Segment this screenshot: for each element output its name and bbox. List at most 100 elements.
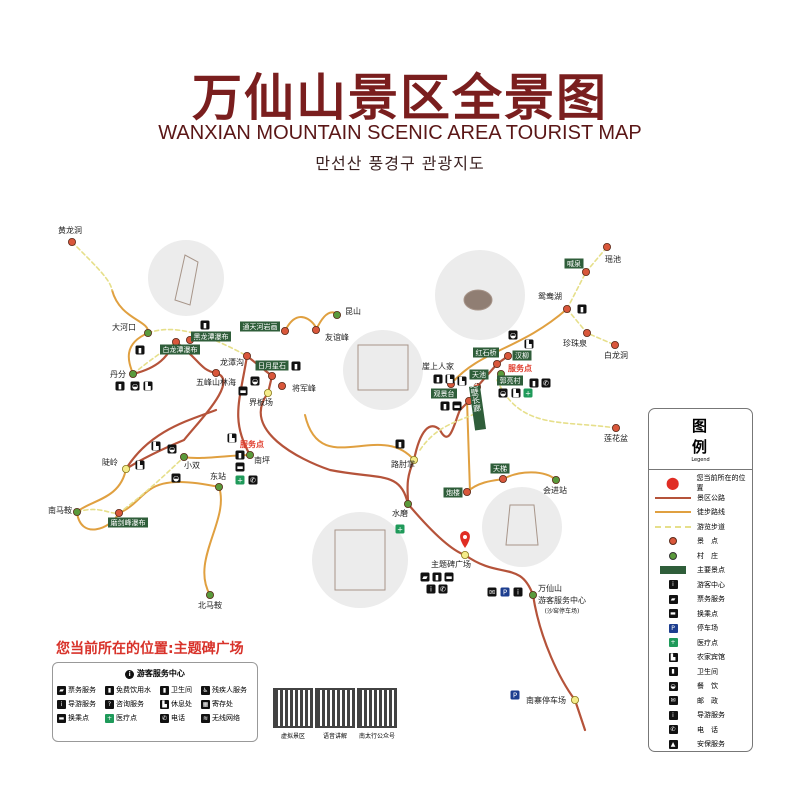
place-label-dongzhan[interactable]: 东站 — [210, 471, 226, 481]
place-label-yuanyang[interactable]: 鸳鸯湖 — [538, 291, 562, 301]
place-label-dahekou[interactable]: 大河口 — [112, 322, 136, 332]
ticket-icon[interactable]: ▰ — [420, 572, 430, 582]
stop-marker-jiebanchang[interactable] — [263, 388, 272, 397]
scenic-spot-marker-longtangou[interactable] — [242, 351, 251, 360]
transfer-icon[interactable]: ▬ — [444, 572, 454, 582]
food-icon[interactable]: ◒ — [130, 381, 140, 391]
place-label-danfen[interactable]: 丹分 — [110, 370, 126, 379]
place-label-hongshi[interactable]: 红石桥 — [476, 348, 497, 357]
scenic-spot-marker-yaochi[interactable] — [603, 242, 612, 251]
scenic-spot-marker-mojian[interactable] — [115, 508, 124, 517]
village-marker-visitor1[interactable] — [529, 591, 538, 600]
place-label-yashang[interactable]: 崖上人家 — [422, 361, 454, 371]
place-label-mojian[interactable]: 磨剑峰瀑布 — [111, 518, 146, 527]
place-label-jiebanchang[interactable]: 界板场 — [249, 397, 273, 407]
stop-marker-douling[interactable] — [122, 464, 131, 473]
place-label-luzhou[interactable]: 路肘掌 — [391, 459, 415, 469]
village-marker-shuimo[interactable] — [403, 499, 412, 508]
place-label-youyi[interactable]: 友谊峰 — [325, 332, 349, 342]
place-label-nanzhai[interactable]: 南寨停车场 — [526, 695, 566, 705]
place-label-zhenzhu[interactable]: 珍珠泉 — [563, 338, 587, 348]
scenic-spot-marker-tianti[interactable] — [498, 474, 507, 483]
food-icon[interactable]: ◒ — [250, 376, 260, 386]
hotel-icon[interactable]: ▙ — [457, 376, 467, 386]
village-marker-nanmaan[interactable] — [73, 507, 82, 516]
place-label-svc1[interactable]: 服务点 — [508, 363, 532, 373]
place-label-heilongtan[interactable]: 黑龙潭瀑布 — [194, 332, 229, 341]
food-icon[interactable]: ◒ — [498, 388, 508, 398]
food-icon[interactable]: ◒ — [167, 444, 177, 454]
transfer-icon[interactable]: ▬ — [235, 462, 245, 472]
place-label-kunshan[interactable]: 昆山 — [345, 306, 361, 316]
stop-marker-zhutibei[interactable] — [460, 551, 469, 560]
place-label-nanping[interactable]: 南坪 — [254, 455, 270, 465]
place-label-tianchi[interactable]: 天池 — [472, 370, 486, 379]
parking-icon[interactable]: P — [510, 690, 520, 700]
toilet-icon[interactable]: ▮ — [577, 304, 587, 314]
toilet-icon[interactable]: ▮ — [115, 381, 125, 391]
phone-icon[interactable]: ✆ — [541, 378, 551, 388]
hotel-icon[interactable]: ▙ — [135, 460, 145, 470]
parking-icon[interactable]: P — [500, 587, 510, 597]
hotel-icon[interactable]: ▙ — [445, 374, 455, 384]
scenic-spot-marker-lianhua[interactable] — [612, 423, 621, 432]
place-label-wufeng[interactable]: 五峰山林海 — [196, 377, 236, 387]
place-label-svc2[interactable]: 服务点 — [240, 439, 264, 449]
place-label-guanjing[interactable]: 观景台 — [434, 389, 455, 398]
place-label-huanglongdong[interactable]: 黄龙洞 — [58, 225, 82, 235]
info-icon[interactable]: i — [513, 587, 523, 597]
guide-icon[interactable]: i — [426, 584, 436, 594]
place-label-guoliang[interactable]: 郭亮村 — [500, 376, 521, 385]
village-marker-beimaan[interactable] — [205, 591, 214, 600]
phone-icon[interactable]: ✆ — [248, 475, 258, 485]
qr-code-virtual[interactable] — [273, 688, 313, 728]
place-label-huijin[interactable]: 会进站 — [543, 485, 567, 495]
scenic-spot-marker-youyi[interactable] — [311, 325, 320, 334]
medical-icon[interactable]: + — [395, 524, 405, 534]
place-label-zhutibei[interactable]: 主题碑广场 — [431, 559, 471, 569]
toilet-icon[interactable]: ▮ — [200, 320, 210, 330]
place-label-hanliu[interactable]: 汉柳 — [515, 351, 529, 360]
place-label-visitor2[interactable]: 游客服务中心 — [538, 595, 586, 605]
scenic-spot-marker-hongshi[interactable] — [492, 359, 501, 368]
toilet-icon[interactable]: ▮ — [433, 374, 443, 384]
place-label-douling[interactable]: 陡岭 — [102, 457, 118, 467]
toilet-icon[interactable]: ▮ — [395, 439, 405, 449]
scenic-spot-marker-jiangjun[interactable] — [277, 381, 286, 390]
stop-marker-luzhou[interactable] — [409, 455, 418, 464]
place-label-bailongtan[interactable]: 白龙潭瀑布 — [163, 345, 198, 354]
hotel-icon[interactable]: ▙ — [143, 381, 153, 391]
village-marker-huijin[interactable] — [552, 475, 561, 484]
qr-code-official[interactable] — [357, 688, 397, 728]
place-label-beimaan[interactable]: 北马鞍 — [198, 600, 222, 610]
place-label-xiaoshuang[interactable]: 小双 — [184, 461, 200, 470]
medical-icon[interactable]: + — [235, 475, 245, 485]
village-marker-nanping[interactable] — [245, 450, 254, 459]
toilet-icon[interactable]: ▮ — [529, 378, 539, 388]
place-label-yaochi[interactable]: 瑶池 — [605, 254, 621, 264]
place-label-hanquan[interactable]: 喊泉 — [567, 259, 581, 268]
post-icon[interactable]: ✉ — [487, 587, 497, 597]
toilet-icon[interactable]: ▮ — [235, 450, 245, 460]
place-label-paolou[interactable]: 炮楼 — [446, 488, 460, 497]
place-label-shuimo[interactable]: 水磨 — [392, 508, 408, 518]
village-marker-danfen[interactable] — [128, 369, 137, 378]
place-label-lianhua[interactable]: 莲花盆 — [604, 433, 628, 443]
hotel-icon[interactable]: ▙ — [151, 441, 161, 451]
toilet-icon[interactable]: ▮ — [432, 572, 442, 582]
scenic-spot-marker-hanquan[interactable] — [582, 267, 591, 276]
scenic-spot-marker-riyuexing[interactable] — [267, 371, 276, 380]
place-label-longtangou[interactable]: 龙潭沟 — [220, 357, 244, 367]
toilet-icon[interactable]: ▮ — [135, 345, 145, 355]
scenic-spot-marker-yuanyang[interactable] — [563, 304, 572, 313]
place-label-visitor1[interactable]: 万仙山 — [538, 583, 562, 593]
qr-code-audio[interactable] — [315, 688, 355, 728]
toilet-icon[interactable]: ▮ — [291, 361, 301, 371]
place-label-riyuexing[interactable]: 日月星石 — [258, 362, 286, 370]
place-label-jiangjun[interactable]: 将军峰 — [292, 383, 316, 393]
scenic-spot-marker-huanglongdong[interactable] — [68, 237, 77, 246]
scenic-spot-marker-wufeng[interactable] — [211, 368, 220, 377]
scenic-spot-marker-bailongdong[interactable] — [611, 340, 620, 349]
phone-icon[interactable]: ✆ — [438, 584, 448, 594]
transfer-icon[interactable]: ▬ — [238, 386, 248, 396]
